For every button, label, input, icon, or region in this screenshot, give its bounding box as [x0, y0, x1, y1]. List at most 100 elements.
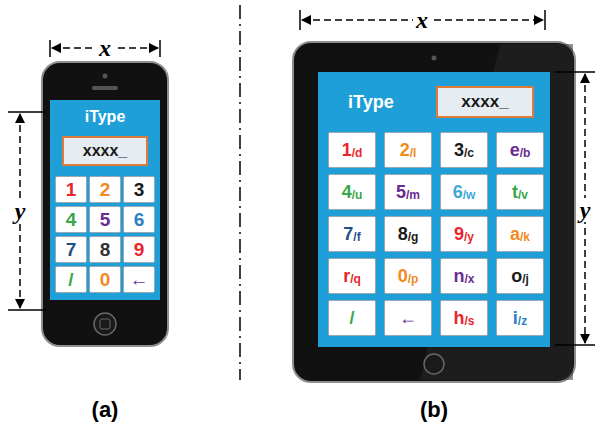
app-title: iType — [50, 108, 160, 126]
key-letters: /w — [463, 188, 476, 202]
key-digit: 1 — [66, 179, 77, 201]
input-text: xxxx_ — [461, 92, 508, 112]
key-digit: 8 — [398, 224, 408, 245]
key-letters: /p — [408, 272, 419, 286]
key-letters: /v — [518, 188, 528, 202]
key-digit: 0 — [398, 266, 408, 287]
phone-camera — [103, 74, 108, 79]
keypad-key: o/j — [496, 258, 544, 294]
key-digit: 5 — [396, 182, 406, 203]
keypad-key: 1/d — [328, 132, 376, 168]
key-digit: n — [453, 266, 464, 287]
keypad-key: e/b — [496, 132, 544, 168]
key-letters: /k — [520, 230, 530, 244]
keypad-key: 8 — [89, 236, 121, 263]
key-letters: /b — [520, 146, 531, 160]
phone-dimensions — [8, 40, 160, 310]
keypad-key: 5/m — [384, 174, 432, 210]
key-digit: 7 — [343, 224, 353, 245]
key-letters: /q — [350, 272, 361, 286]
key-digit: r — [343, 266, 350, 287]
key-digit: 6 — [134, 209, 145, 231]
keypad-key: ← — [384, 300, 432, 336]
keypad-key: 5 — [89, 206, 121, 233]
panel-caption: (a) — [89, 399, 122, 421]
key-digit: 3 — [454, 140, 464, 161]
key-digit: 6 — [453, 182, 463, 203]
key-letters: /g — [408, 230, 419, 244]
key-digit: 7 — [66, 239, 77, 261]
input-text: xxxx_ — [83, 142, 128, 160]
keypad-key: 1 — [55, 176, 87, 203]
key-digit: 4 — [66, 209, 77, 231]
key-digit: 0 — [100, 269, 111, 291]
keypad-key: 8/g — [384, 216, 432, 252]
keypad-key: 4/u — [328, 174, 376, 210]
key-letters: /j — [522, 272, 529, 286]
key-digit: ← — [130, 269, 149, 291]
key-digit: / — [349, 308, 354, 329]
key-letters: /d — [352, 146, 363, 160]
phone-home-button — [94, 313, 116, 335]
keypad-key: 9 — [123, 236, 155, 263]
dimension-label: x — [413, 8, 431, 32]
keypad-key: t/v — [496, 174, 544, 210]
keypad-key: 6/w — [440, 174, 488, 210]
dimension-label: x — [96, 36, 114, 60]
keypad-key: h/s — [440, 300, 488, 336]
key-letters: /l — [410, 146, 417, 160]
key-letters: /m — [406, 188, 420, 202]
dimension-label: y — [12, 199, 29, 223]
key-digit: 9 — [454, 224, 464, 245]
key-letters: /u — [352, 188, 363, 202]
key-letters: /s — [464, 314, 474, 328]
keypad-key: 4 — [55, 206, 87, 233]
keypad-key: 9/y — [440, 216, 488, 252]
keypad-key: 0/p — [384, 258, 432, 294]
key-digit: / — [68, 269, 73, 291]
keypad-key: a/k — [496, 216, 544, 252]
key-digit: i — [513, 308, 518, 329]
phone-speaker — [92, 86, 118, 90]
tablet-camera — [432, 56, 437, 61]
keypad-key: 2/l — [384, 132, 432, 168]
key-digit: 5 — [100, 209, 111, 231]
keypad-key: 7 — [55, 236, 87, 263]
keypad-key: / — [55, 266, 87, 293]
key-digit: 3 — [134, 179, 145, 201]
input-display: xxxx_ — [62, 136, 148, 166]
app-title: iType — [348, 92, 394, 113]
screen-panel: iType xxxx_ 1 2 3 4 5 6 7 89 / 0 ← — [50, 100, 160, 300]
key-digit: 1 — [342, 140, 352, 161]
panel-caption: (b) — [417, 399, 451, 421]
key-digit: 8 — [100, 239, 111, 261]
key-digit: ← — [399, 308, 417, 329]
key-letters: /z — [518, 314, 527, 328]
keypad-key: 3 — [123, 176, 155, 203]
key-digit: h — [453, 308, 464, 329]
keypad-key: ← — [123, 266, 155, 293]
keypad-key: / — [328, 300, 376, 336]
keypad-key: 2 — [89, 176, 121, 203]
tablet-home-button — [424, 354, 444, 374]
keypad-key: 6 — [123, 206, 155, 233]
dimension-label: y — [577, 198, 594, 222]
key-letters: /f — [353, 230, 360, 244]
keypad-key: 3/c — [440, 132, 488, 168]
key-digit: a — [510, 224, 520, 245]
key-digit: t — [512, 182, 518, 203]
keypad-key: n/x — [440, 258, 488, 294]
key-digit: 2 — [100, 179, 111, 201]
key-digit: o — [511, 266, 522, 287]
key-digit: 2 — [400, 140, 410, 161]
keypad-key: 0 — [89, 266, 121, 293]
keypad-key: r/q — [328, 258, 376, 294]
input-display: xxxx_ — [436, 86, 534, 118]
keypad-key: i/z — [496, 300, 544, 336]
key-digit: e — [510, 140, 520, 161]
phone-home-icon — [100, 319, 110, 329]
tablet-body — [293, 42, 575, 382]
keypad-key: 7/f — [328, 216, 376, 252]
phone-body — [42, 62, 168, 346]
key-letters: /c — [464, 146, 474, 160]
